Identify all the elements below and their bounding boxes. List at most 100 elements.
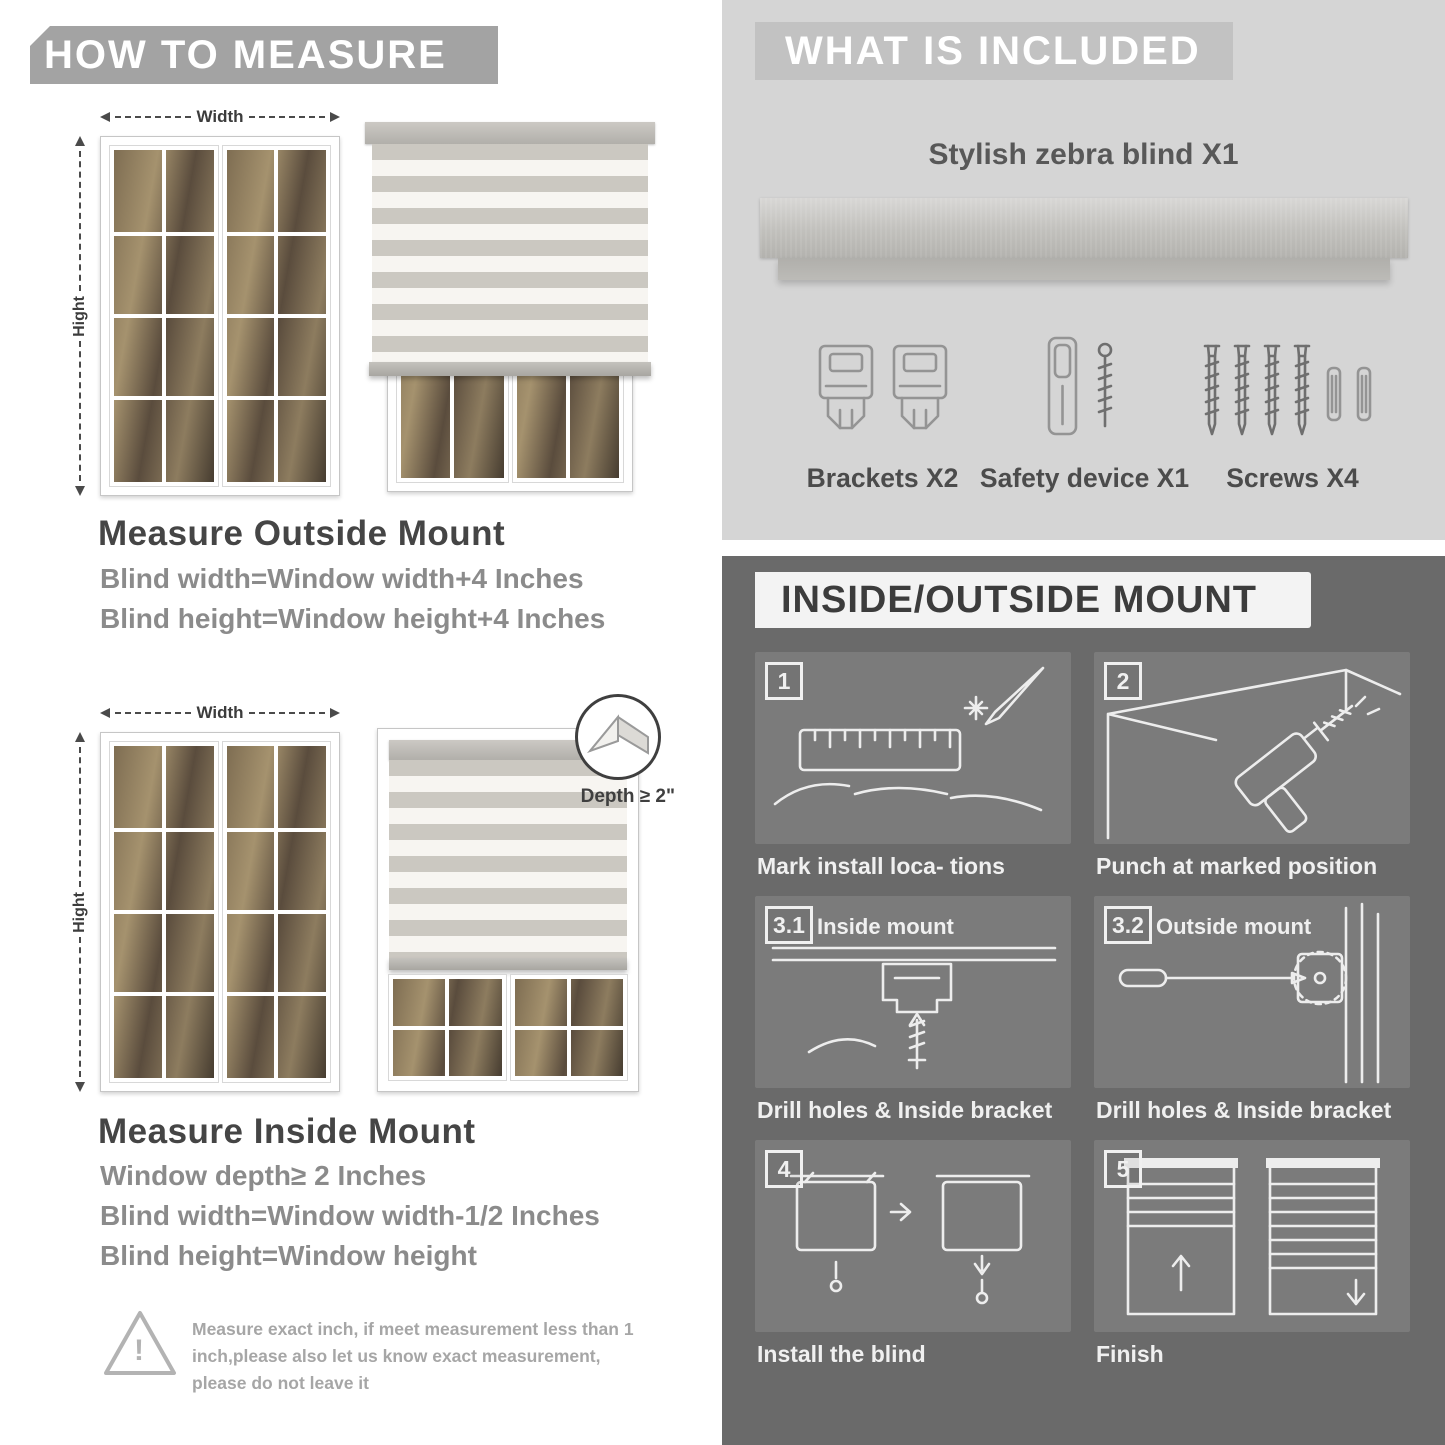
outside-blind-illustration <box>365 122 655 497</box>
brackets-icon <box>808 322 958 453</box>
finish-illustration <box>1124 1158 1380 1316</box>
included-item-screws: Screws X4 <box>1180 322 1405 494</box>
measure-dash <box>248 116 325 118</box>
step-3-2-caption: Drill holes & Inside bracket <box>1096 1097 1392 1123</box>
window-door-left <box>109 145 219 487</box>
step-3-1-number: 3.1 <box>773 911 805 938</box>
measure-dash <box>79 341 81 481</box>
height-measure-annotation: Hight <box>69 136 91 496</box>
arrow-up-icon <box>75 136 85 146</box>
arrow-up-icon <box>75 732 85 742</box>
step-2: 2 Punch at marked position <box>1094 652 1410 880</box>
arrow-down-icon <box>75 486 85 496</box>
step-5-caption: Finish <box>1096 1341 1164 1367</box>
blind-bottom-rail <box>389 958 627 970</box>
step-3-1-caption: Drill holes & Inside bracket <box>757 1097 1053 1123</box>
inside-blind-illustration: Depth ≥ 2" <box>377 694 675 1092</box>
mark-locations-illustration <box>773 666 1045 812</box>
inside-height-formula: Blind height=Window height <box>100 1240 477 1271</box>
blind-fabric <box>389 760 627 958</box>
measure-dash <box>115 712 192 714</box>
blind-bottom-rail <box>369 362 651 376</box>
step-3-2: 3.2 Outside mount Drill holes & Inside b… <box>1094 896 1410 1124</box>
window-lower-panes <box>388 970 628 1081</box>
step-3-2-title: Outside mount <box>1156 914 1312 939</box>
blind-cassette <box>365 122 655 144</box>
warning-triangle-icon: ! <box>100 1306 180 1380</box>
safety-device-icon <box>1033 322 1137 453</box>
outside-height-formula: Blind height=Window height+4 Inches <box>100 603 606 634</box>
step-4-badge: 4 <box>765 1150 803 1188</box>
headrail-cassette <box>760 198 1408 258</box>
step-3-1-title: Inside mount <box>817 914 954 939</box>
brackets-label: Brackets X2 <box>806 463 959 493</box>
width-label: Width <box>196 703 244 722</box>
measure-dash <box>248 712 325 714</box>
step-3-1-panel: 3.1 Inside mount <box>755 896 1071 1088</box>
window-corner-zoom-icon <box>586 714 649 755</box>
step-4: 4 Install the blind <box>755 1140 1071 1368</box>
step-2-caption: Punch at marked position <box>1096 853 1378 879</box>
window-frame <box>377 728 639 1092</box>
height-measure-annotation: Hight <box>69 732 91 1092</box>
inside-depth-formula: Window depth≥ 2 Inches <box>100 1160 427 1191</box>
width-measure-annotation: Width <box>100 107 340 126</box>
measure-dash <box>79 937 81 1077</box>
width-label: Width <box>196 107 244 126</box>
step-5-number: 5 <box>1116 1155 1130 1182</box>
product-label: Stylish zebra blind X1 <box>928 138 1239 171</box>
measure-dash <box>115 116 192 118</box>
step-2-number: 2 <box>1116 667 1130 694</box>
window-illustration <box>100 732 340 1092</box>
height-label: Hight <box>71 891 88 933</box>
arrow-down-icon <box>75 1082 85 1092</box>
what-is-included-section: WHAT IS INCLUDED Stylish zebra blind X1 <box>722 0 1445 540</box>
step-5: 5 Finish <box>1094 1140 1410 1368</box>
included-item-brackets: Brackets X2 <box>770 322 995 494</box>
outside-mount-heading: Measure Outside Mount <box>98 514 506 553</box>
zebra-blind-headrail-illustration <box>760 198 1408 280</box>
arrow-right-icon <box>330 708 340 718</box>
mount-title: INSIDE/OUTSIDE MOUNT <box>781 579 1258 621</box>
step-1-badge: 1 <box>765 662 803 700</box>
included-item-safety-device: Safety device X1 <box>972 322 1197 494</box>
inside-mount-figure: Width Hight <box>55 688 675 1103</box>
how-to-measure-banner: HOW TO MEASURE <box>30 26 498 84</box>
window-door-right <box>221 741 331 1083</box>
step-5-panel: 5 <box>1094 1140 1410 1332</box>
step-1-panel: 1 <box>755 652 1071 844</box>
window-door-right <box>221 145 331 487</box>
step-3-2-badge: 3.2 <box>1104 906 1152 944</box>
step-3-2-panel: 3.2 Outside mount <box>1094 896 1410 1088</box>
step-1-caption: Mark install loca- tions <box>757 853 1005 879</box>
window-illustration <box>100 136 340 496</box>
install-blind-illustration <box>789 1171 1031 1305</box>
step-4-number: 4 <box>777 1155 791 1182</box>
step-3-1-badge: 3.1 <box>765 906 813 944</box>
depth-callout-circle <box>575 694 661 780</box>
inside-width-formula: Blind width=Window width-1/2 Inches <box>100 1200 600 1231</box>
safety-device-label: Safety device X1 <box>979 463 1190 493</box>
inside-mount-heading: Measure Inside Mount <box>98 1112 476 1151</box>
drill-illustration <box>1106 668 1402 840</box>
outside-bracket-illustration <box>1118 902 1380 1084</box>
arrow-left-icon <box>100 112 110 122</box>
depth-note: Depth ≥ 2" <box>580 786 675 807</box>
step-3-1: 3.1 Inside mount Drill holes & Inside br… <box>755 896 1071 1124</box>
step-1-number: 1 <box>777 667 791 694</box>
mount-banner: INSIDE/OUTSIDE MOUNT <box>755 572 1311 628</box>
window-door-left <box>388 974 507 1081</box>
step-4-caption: Install the blind <box>757 1341 926 1367</box>
warning-exclamation: ! <box>134 1334 144 1367</box>
screws-icon <box>1198 322 1388 453</box>
how-to-measure-title: HOW TO MEASURE <box>44 33 447 77</box>
arrow-right-icon <box>330 112 340 122</box>
step-1: 1 Mark install loca- tions <box>755 652 1071 880</box>
step-4-panel: 4 <box>755 1140 1071 1332</box>
step-2-badge: 2 <box>1104 662 1142 700</box>
step-3-2-number: 3.2 <box>1112 911 1144 938</box>
measure-dash <box>79 747 81 887</box>
screws-label: Screws X4 <box>1226 463 1359 493</box>
width-measure-annotation: Width <box>100 703 340 722</box>
outside-mount-figure: Width Hight <box>55 100 670 505</box>
